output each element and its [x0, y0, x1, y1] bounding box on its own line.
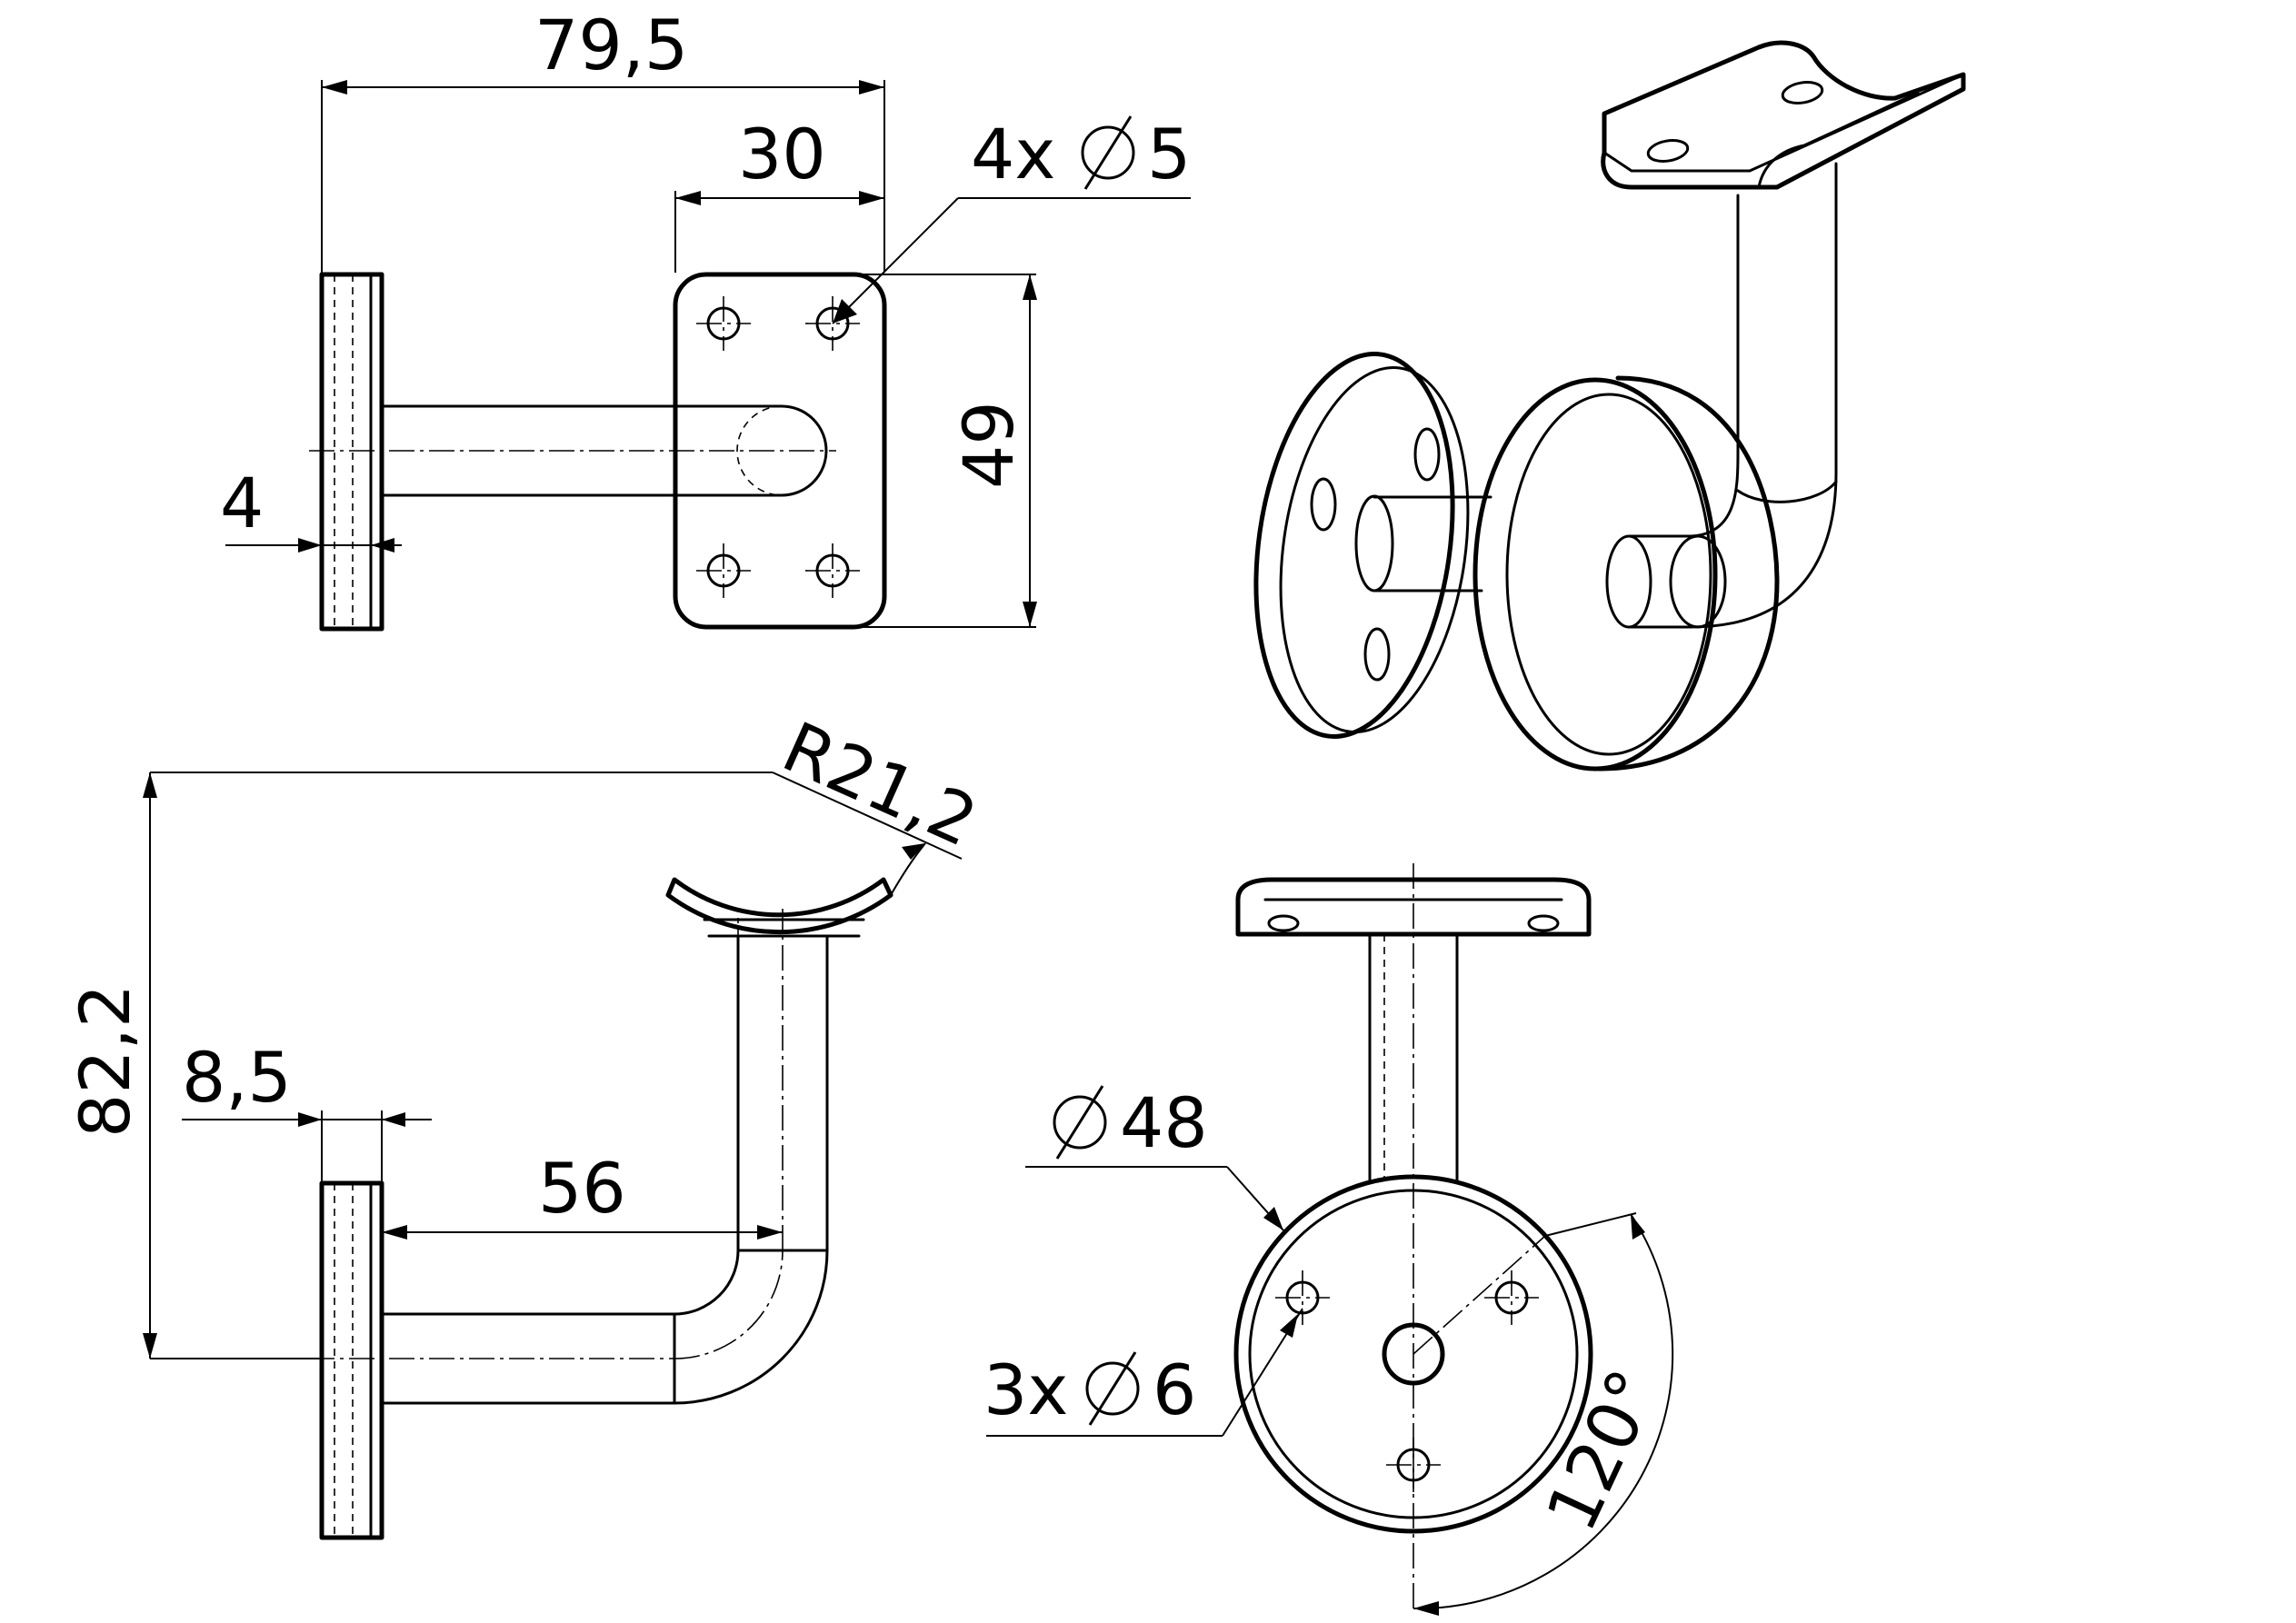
diameter-icon [1053, 1085, 1107, 1160]
dim-plate-width-label: 30 [738, 114, 826, 194]
dim-total-height: 82,2 [65, 772, 322, 1359]
dim-hole-angle: 120° [1413, 1212, 1674, 1616]
iso-arm [1605, 162, 1838, 629]
top-view-arm [309, 404, 836, 497]
dim-flange-diameter: 48 [1025, 1082, 1284, 1231]
dim-flange-thickness: 4 [220, 463, 402, 556]
dim-flange-hole-pattern-label: 3x [983, 1349, 1068, 1430]
dim-overall-length: 79,5 [321, 5, 885, 273]
isometric-view [1253, 40, 1966, 772]
dim-arm-length: 56 [382, 1148, 783, 1240]
front-view-flange [1233, 1174, 1593, 1610]
diameter-icon [1081, 115, 1135, 190]
top-view-plate [673, 272, 887, 630]
dim-arm-length-label: 56 [538, 1148, 626, 1229]
dim-plate-height-label: 49 [948, 401, 1029, 489]
front-view: 48 3x 6 120° [983, 863, 1674, 1616]
dim-flange-hole: 3x 6 [983, 1308, 1303, 1437]
dim-hole-diameter: 4x 5 [832, 114, 1191, 324]
dim-saddle-radius: R21,2 [150, 706, 989, 896]
side-view-arm [309, 909, 829, 1405]
side-view-saddle [665, 877, 893, 938]
front-view-post [1368, 863, 1459, 1183]
diameter-icon [1085, 1351, 1140, 1426]
dim-flange-depth: 8,5 [182, 1037, 432, 1181]
front-view-plate [1235, 877, 1592, 937]
dim-flange-thickness-label: 4 [220, 463, 264, 543]
dim-flange-depth-label: 8,5 [182, 1037, 292, 1118]
dim-overall-length-label: 79,5 [534, 5, 688, 85]
dim-hole-diameter-label: 5 [1147, 114, 1191, 194]
dim-saddle-radius-label: R21,2 [772, 706, 989, 862]
iso-saddle [1601, 40, 1966, 190]
iso-front-flange [1472, 375, 1780, 772]
dim-flange-diameter-label: 48 [1120, 1082, 1208, 1163]
iso-back-flange [1253, 352, 1470, 739]
top-view-flange [319, 272, 384, 632]
dim-total-height-label: 82,2 [65, 984, 145, 1138]
top-view: 79,5 30 4x 5 49 [220, 5, 1191, 632]
dim-hole-angle-label: 120° [1531, 1358, 1674, 1543]
dim-flange-hole-diameter-label: 6 [1153, 1349, 1196, 1430]
dim-hole-pattern-label: 4x [971, 114, 1055, 194]
side-view-flange [319, 1180, 384, 1540]
iso-stub-tube [1354, 494, 1492, 592]
dim-plate-width: 30 [674, 114, 884, 273]
side-view: R21,2 82,2 8,5 56 [65, 706, 989, 1540]
dim-plate-height: 49 [854, 274, 1037, 628]
